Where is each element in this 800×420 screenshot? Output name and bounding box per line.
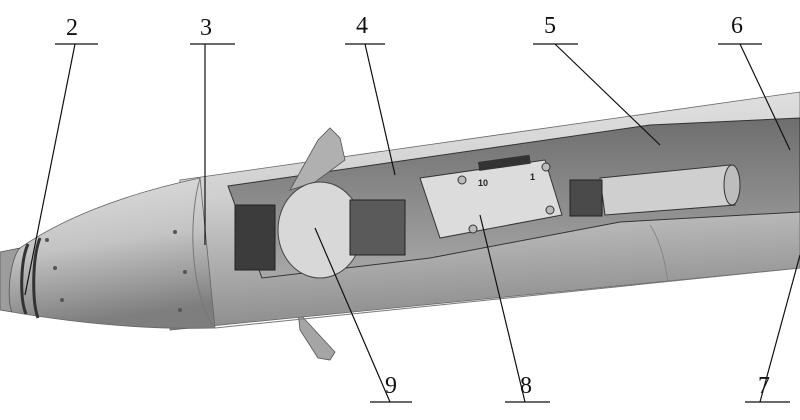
- leader-7: [745, 254, 800, 403]
- leader-lines: [24, 43, 800, 403]
- plate-marking-1: 1: [530, 172, 535, 182]
- leader-5: [533, 43, 661, 146]
- callout-7: 7: [758, 373, 770, 399]
- leader-4: [345, 43, 396, 176]
- callout-8: 8: [520, 373, 532, 399]
- section-seam: [192, 177, 215, 329]
- callout-6: 6: [731, 13, 743, 39]
- leader-9: [314, 227, 412, 403]
- plate-marking-10: 10: [478, 178, 488, 188]
- callout-3: 3: [200, 15, 212, 41]
- leader-6: [718, 43, 791, 151]
- actuator-drum: [277, 181, 363, 279]
- leader-3: [190, 43, 235, 245]
- gear-assembly: [349, 199, 406, 256]
- fin-lower: [297, 310, 336, 361]
- nose-tip: [0, 247, 22, 313]
- leader-8: [479, 214, 550, 403]
- electronics-unit: 10 1: [419, 154, 563, 239]
- callout-2: 2: [66, 15, 78, 41]
- seam-7: [649, 224, 669, 283]
- servo-block: [234, 204, 276, 271]
- body-lower-edge: [214, 267, 800, 329]
- callout-9: 9: [385, 373, 397, 399]
- screws: [45, 230, 187, 312]
- motor-cylinder: [569, 164, 741, 217]
- callout-5: 5: [544, 13, 556, 39]
- nose-rings: [20, 237, 42, 319]
- leader-2: [24, 43, 98, 296]
- callout-4: 4: [356, 13, 368, 39]
